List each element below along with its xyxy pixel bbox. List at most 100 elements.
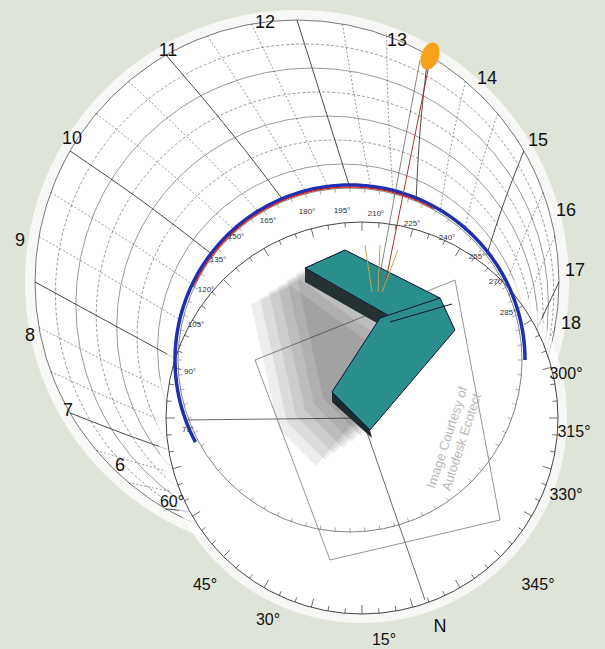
azimuth-label: 90° (184, 368, 196, 376)
azimuth-tick (167, 434, 172, 435)
azimuth-tick (311, 599, 313, 608)
hour-label: 14 (477, 69, 497, 87)
azimuth-tick (167, 400, 172, 401)
azimuth-tick (410, 599, 412, 608)
azimuth-tick (550, 451, 555, 453)
azimuth-tick (279, 591, 281, 596)
horizon-tick (350, 528, 351, 532)
horizon-tick (179, 374, 183, 375)
azimuth-tick (169, 383, 174, 385)
hour-line (297, 20, 350, 188)
horizon-tick (305, 522, 306, 526)
azimuth-label: 270° (489, 278, 506, 286)
horizon-tick (508, 301, 512, 302)
azimuth-label: 45° (193, 577, 217, 593)
azimuth-tick (508, 541, 512, 544)
horizon-tick (364, 527, 365, 531)
azimuth-tick (552, 400, 557, 401)
horizon-tick (228, 479, 231, 482)
hour-line (464, 114, 498, 232)
hour-label: 6 (115, 456, 125, 474)
horizon-tick (495, 444, 498, 446)
hour-label: 9 (15, 231, 25, 249)
horizon-tick (291, 198, 292, 202)
horizon-tick (512, 403, 516, 404)
building-roof (332, 298, 455, 430)
hour-line (487, 151, 524, 255)
azimuth-tick (236, 564, 239, 568)
hour-label: 11 (159, 41, 178, 59)
azimuth-tick (524, 320, 532, 325)
azimuth-tick (494, 550, 500, 556)
azimuth-tick (518, 528, 522, 531)
azimuth-tick (201, 306, 205, 309)
hour-label: 12 (255, 13, 275, 31)
azimuth-tick (427, 597, 429, 602)
azimuth-tick (264, 580, 269, 588)
horizon-tick (320, 191, 322, 195)
azimuth-label: N (434, 617, 447, 635)
azimuth-tick (549, 418, 558, 419)
azimuth-tick (327, 225, 329, 230)
horizon-tick (184, 403, 188, 404)
horizon-tick (305, 194, 306, 198)
horizon-tick (479, 249, 482, 252)
horizon-tick (194, 287, 198, 289)
horizon-tick (469, 479, 472, 482)
hour-label: 13 (387, 31, 407, 49)
azimuth-tick (427, 234, 429, 239)
hour-label: 18 (561, 314, 581, 332)
horizon-tick (201, 444, 204, 446)
azimuth-label: 15° (372, 632, 396, 648)
horizon-ticks (178, 188, 522, 532)
azimuth-tick (295, 234, 297, 239)
azimuth-tick (184, 335, 189, 337)
azimuth-tick (223, 550, 229, 556)
horizon-tick (479, 468, 482, 471)
azimuth-label: 75° (182, 426, 194, 434)
horizon-tick (181, 389, 185, 391)
hour-label: 7 (63, 401, 73, 419)
horizon-tick (379, 191, 381, 195)
horizon-tick (201, 274, 204, 276)
horizon-tick (188, 417, 192, 418)
sun-rays (365, 60, 430, 292)
azimuth-tick (472, 574, 475, 578)
horizon-tick (379, 525, 381, 529)
horizon-tick (188, 301, 192, 302)
azimuth-tick (201, 528, 205, 531)
azimuth-label: 60° (160, 494, 184, 510)
ground-disc (166, 222, 558, 614)
azimuth-tick (550, 383, 555, 385)
horizon-ring (178, 188, 522, 532)
azimuth-tick (264, 248, 269, 256)
horizon-tick (469, 238, 472, 241)
horizon-tick (421, 512, 423, 516)
horizon-tick (239, 489, 242, 492)
sun (417, 40, 443, 72)
azimuth-tick (173, 466, 182, 468)
horizon-tick (518, 360, 522, 361)
hour-line (505, 192, 543, 285)
azimuth-tick (456, 580, 461, 588)
horizon-tick (434, 211, 436, 214)
ground-halo (157, 213, 567, 623)
hour-line (252, 24, 329, 189)
azimuth-tick (192, 512, 200, 517)
azimuth-tick (456, 248, 461, 256)
horizon-tick (517, 374, 521, 375)
horizon-tick (251, 219, 253, 222)
azimuth-label: 285° (500, 309, 517, 317)
hour-line (35, 282, 178, 360)
hour-label: 15 (528, 131, 548, 149)
horizon-tick (488, 261, 491, 263)
azimuth-label: 210° (368, 210, 385, 218)
azimuth-tick (485, 564, 488, 568)
azimuth-label: 330° (549, 487, 582, 503)
sun-ray (382, 250, 398, 292)
horizon-tick (277, 204, 279, 208)
azimuth-tick (178, 483, 183, 485)
hour-line (166, 55, 284, 201)
hour-label: 16 (556, 201, 576, 219)
